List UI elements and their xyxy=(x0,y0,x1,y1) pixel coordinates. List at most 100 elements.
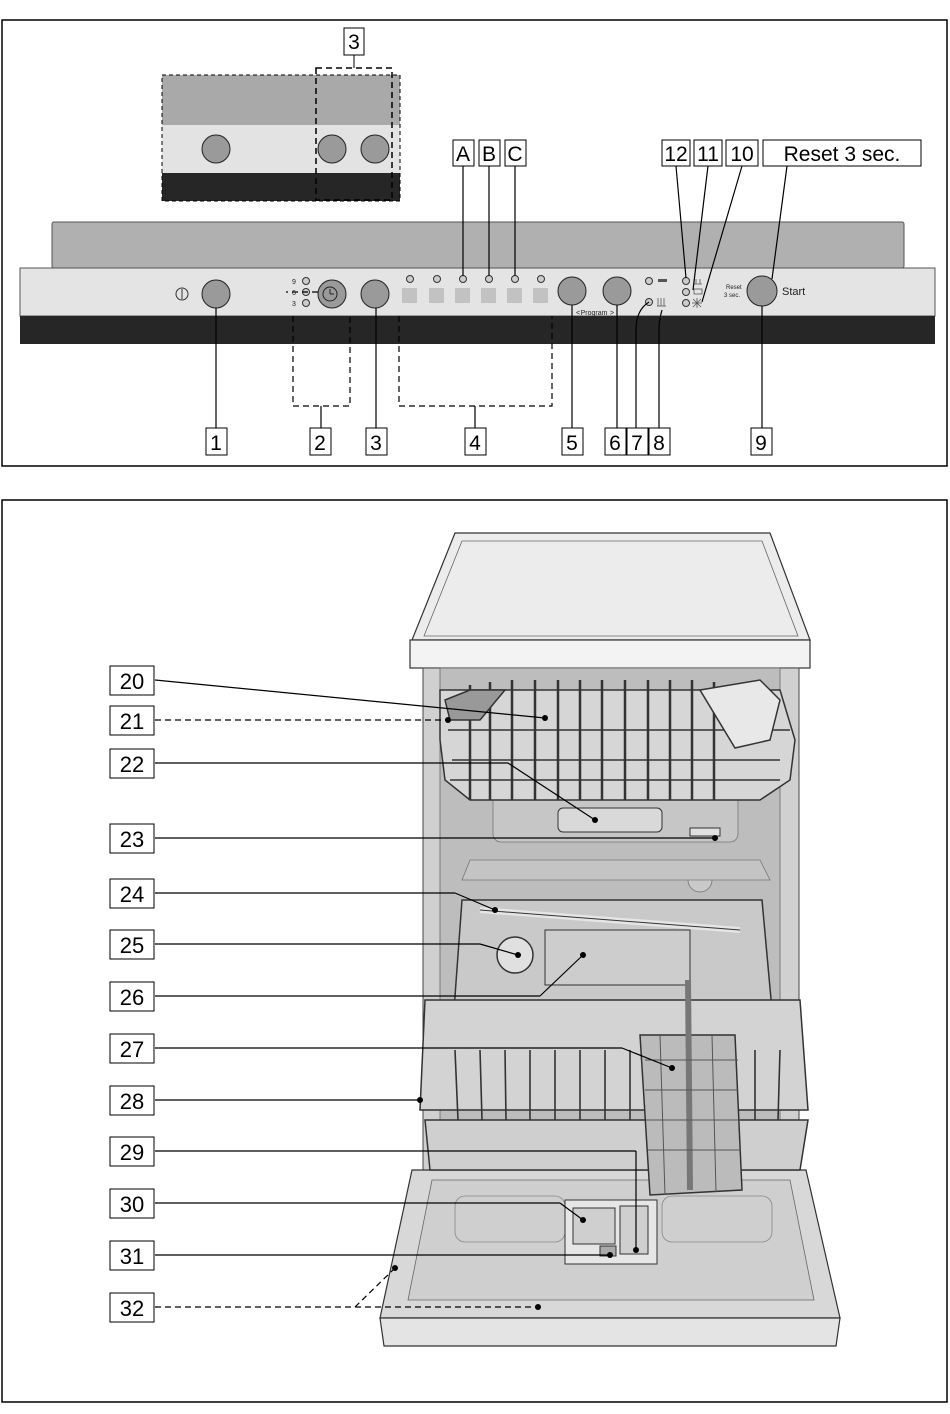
svg-text:20: 20 xyxy=(120,669,144,694)
svg-text:3: 3 xyxy=(348,31,360,54)
callout-9: 9 xyxy=(750,427,773,456)
svg-text:12: 12 xyxy=(664,143,687,166)
svg-text:32: 32 xyxy=(120,1296,144,1321)
panel-leader-lines xyxy=(215,165,788,428)
salt-icon xyxy=(693,288,703,295)
upper-basket xyxy=(439,679,796,801)
inset-button-3 xyxy=(360,134,390,164)
svg-text:Reset: Reset xyxy=(726,285,742,291)
svg-text:25: 25 xyxy=(120,933,144,958)
svg-text:B: B xyxy=(482,143,496,166)
svg-text:9: 9 xyxy=(292,279,296,286)
svg-text:<: < xyxy=(576,310,580,317)
worktop xyxy=(409,532,811,669)
svg-text:27: 27 xyxy=(120,1037,144,1062)
callout-3: 3 xyxy=(365,427,388,456)
svg-text:11: 11 xyxy=(697,143,719,166)
svg-text:3 sec.: 3 sec. xyxy=(724,293,740,299)
inset-detail xyxy=(161,55,401,202)
callout-29: 29 xyxy=(109,1136,155,1167)
callout-5: 5 xyxy=(561,427,584,456)
callout-27: 27 xyxy=(109,1033,155,1064)
svg-text:6: 6 xyxy=(609,432,621,455)
rinse-aid-icon xyxy=(692,298,702,308)
svg-text:3: 3 xyxy=(292,301,296,308)
svg-text:3: 3 xyxy=(370,432,382,455)
svg-text:28: 28 xyxy=(120,1089,144,1114)
heat-icon xyxy=(657,298,666,307)
callout-25: 25 xyxy=(109,929,155,960)
svg-text:26: 26 xyxy=(120,985,144,1010)
panel-controls: 9 6 3 Program xyxy=(175,275,805,317)
inset-button-2 xyxy=(317,134,347,164)
callout-7: 7 xyxy=(626,427,649,456)
callout-24: 24 xyxy=(109,878,155,909)
status-led-10 xyxy=(682,299,690,307)
half-load-button xyxy=(360,279,390,309)
start-button xyxy=(746,275,778,307)
svg-text:5: 5 xyxy=(566,432,578,455)
timer-led-3 xyxy=(302,299,310,307)
callout-4: 4 xyxy=(464,427,487,456)
callout-20: 20 xyxy=(109,665,155,696)
svg-text:>: > xyxy=(610,310,614,317)
detergent-dispenser xyxy=(564,1199,658,1265)
callout-2: 2 xyxy=(309,427,332,456)
callout-32: 32 xyxy=(109,1292,155,1323)
panel-body xyxy=(19,221,936,344)
svg-text:9: 9 xyxy=(755,432,767,455)
svg-text:1: 1 xyxy=(210,432,222,455)
callout-12: 12 xyxy=(661,139,691,167)
option-led-1 xyxy=(645,277,653,285)
svg-text:31: 31 xyxy=(120,1244,144,1269)
callout-10: 10 xyxy=(725,139,759,167)
callout-22: 22 xyxy=(109,748,155,779)
inset-button-1 xyxy=(201,134,231,164)
callout-23: 23 xyxy=(109,823,155,854)
group-brackets xyxy=(286,291,553,407)
callout-28: 28 xyxy=(109,1085,155,1116)
upper-spray-arm-holder xyxy=(557,807,663,833)
callout-11: 11 xyxy=(693,139,723,167)
callout-reset: Reset 3 sec. xyxy=(762,139,922,167)
svg-text:A: A xyxy=(456,143,470,166)
svg-text:24: 24 xyxy=(120,882,144,907)
program-symbols xyxy=(402,288,548,303)
svg-text:8: 8 xyxy=(653,432,665,455)
callout-8: 8 xyxy=(648,427,671,456)
dishwasher-leader-lines xyxy=(154,679,715,1308)
lower-basket xyxy=(419,899,809,1171)
svg-text:7: 7 xyxy=(631,432,643,455)
power-button xyxy=(201,279,231,309)
callout-30: 30 xyxy=(109,1188,155,1219)
callout-a: A xyxy=(452,139,475,167)
svg-text:Reset 3 sec.: Reset 3 sec. xyxy=(784,143,901,166)
svg-text:2: 2 xyxy=(314,432,326,455)
callout-c: C xyxy=(504,139,527,167)
callout-inset-3: 3 xyxy=(343,27,365,56)
program-next-button xyxy=(602,276,632,306)
clock-icon xyxy=(322,286,338,302)
svg-text:Start: Start xyxy=(782,286,805,298)
water-tap-icon xyxy=(694,279,702,285)
status-led-11 xyxy=(682,288,690,296)
svg-text:22: 22 xyxy=(120,752,144,777)
timer-led-9 xyxy=(302,277,310,285)
status-led-12 xyxy=(682,277,690,285)
callout-26: 26 xyxy=(109,981,155,1012)
callout-6: 6 xyxy=(604,427,627,456)
callout-b: B xyxy=(478,139,501,167)
svg-text:23: 23 xyxy=(120,827,144,852)
spray-arm-bar xyxy=(689,827,721,837)
leader-endpoint-dots xyxy=(392,715,718,1310)
svg-text:C: C xyxy=(507,143,522,166)
svg-text:30: 30 xyxy=(120,1192,144,1217)
cutlery-basket xyxy=(639,979,743,1196)
svg-text:4: 4 xyxy=(469,432,481,455)
callout-21: 21 xyxy=(109,705,155,736)
svg-text:29: 29 xyxy=(120,1140,144,1165)
svg-text:10: 10 xyxy=(730,143,753,166)
callout-1: 1 xyxy=(205,427,228,456)
svg-text:Program: Program xyxy=(581,310,608,317)
